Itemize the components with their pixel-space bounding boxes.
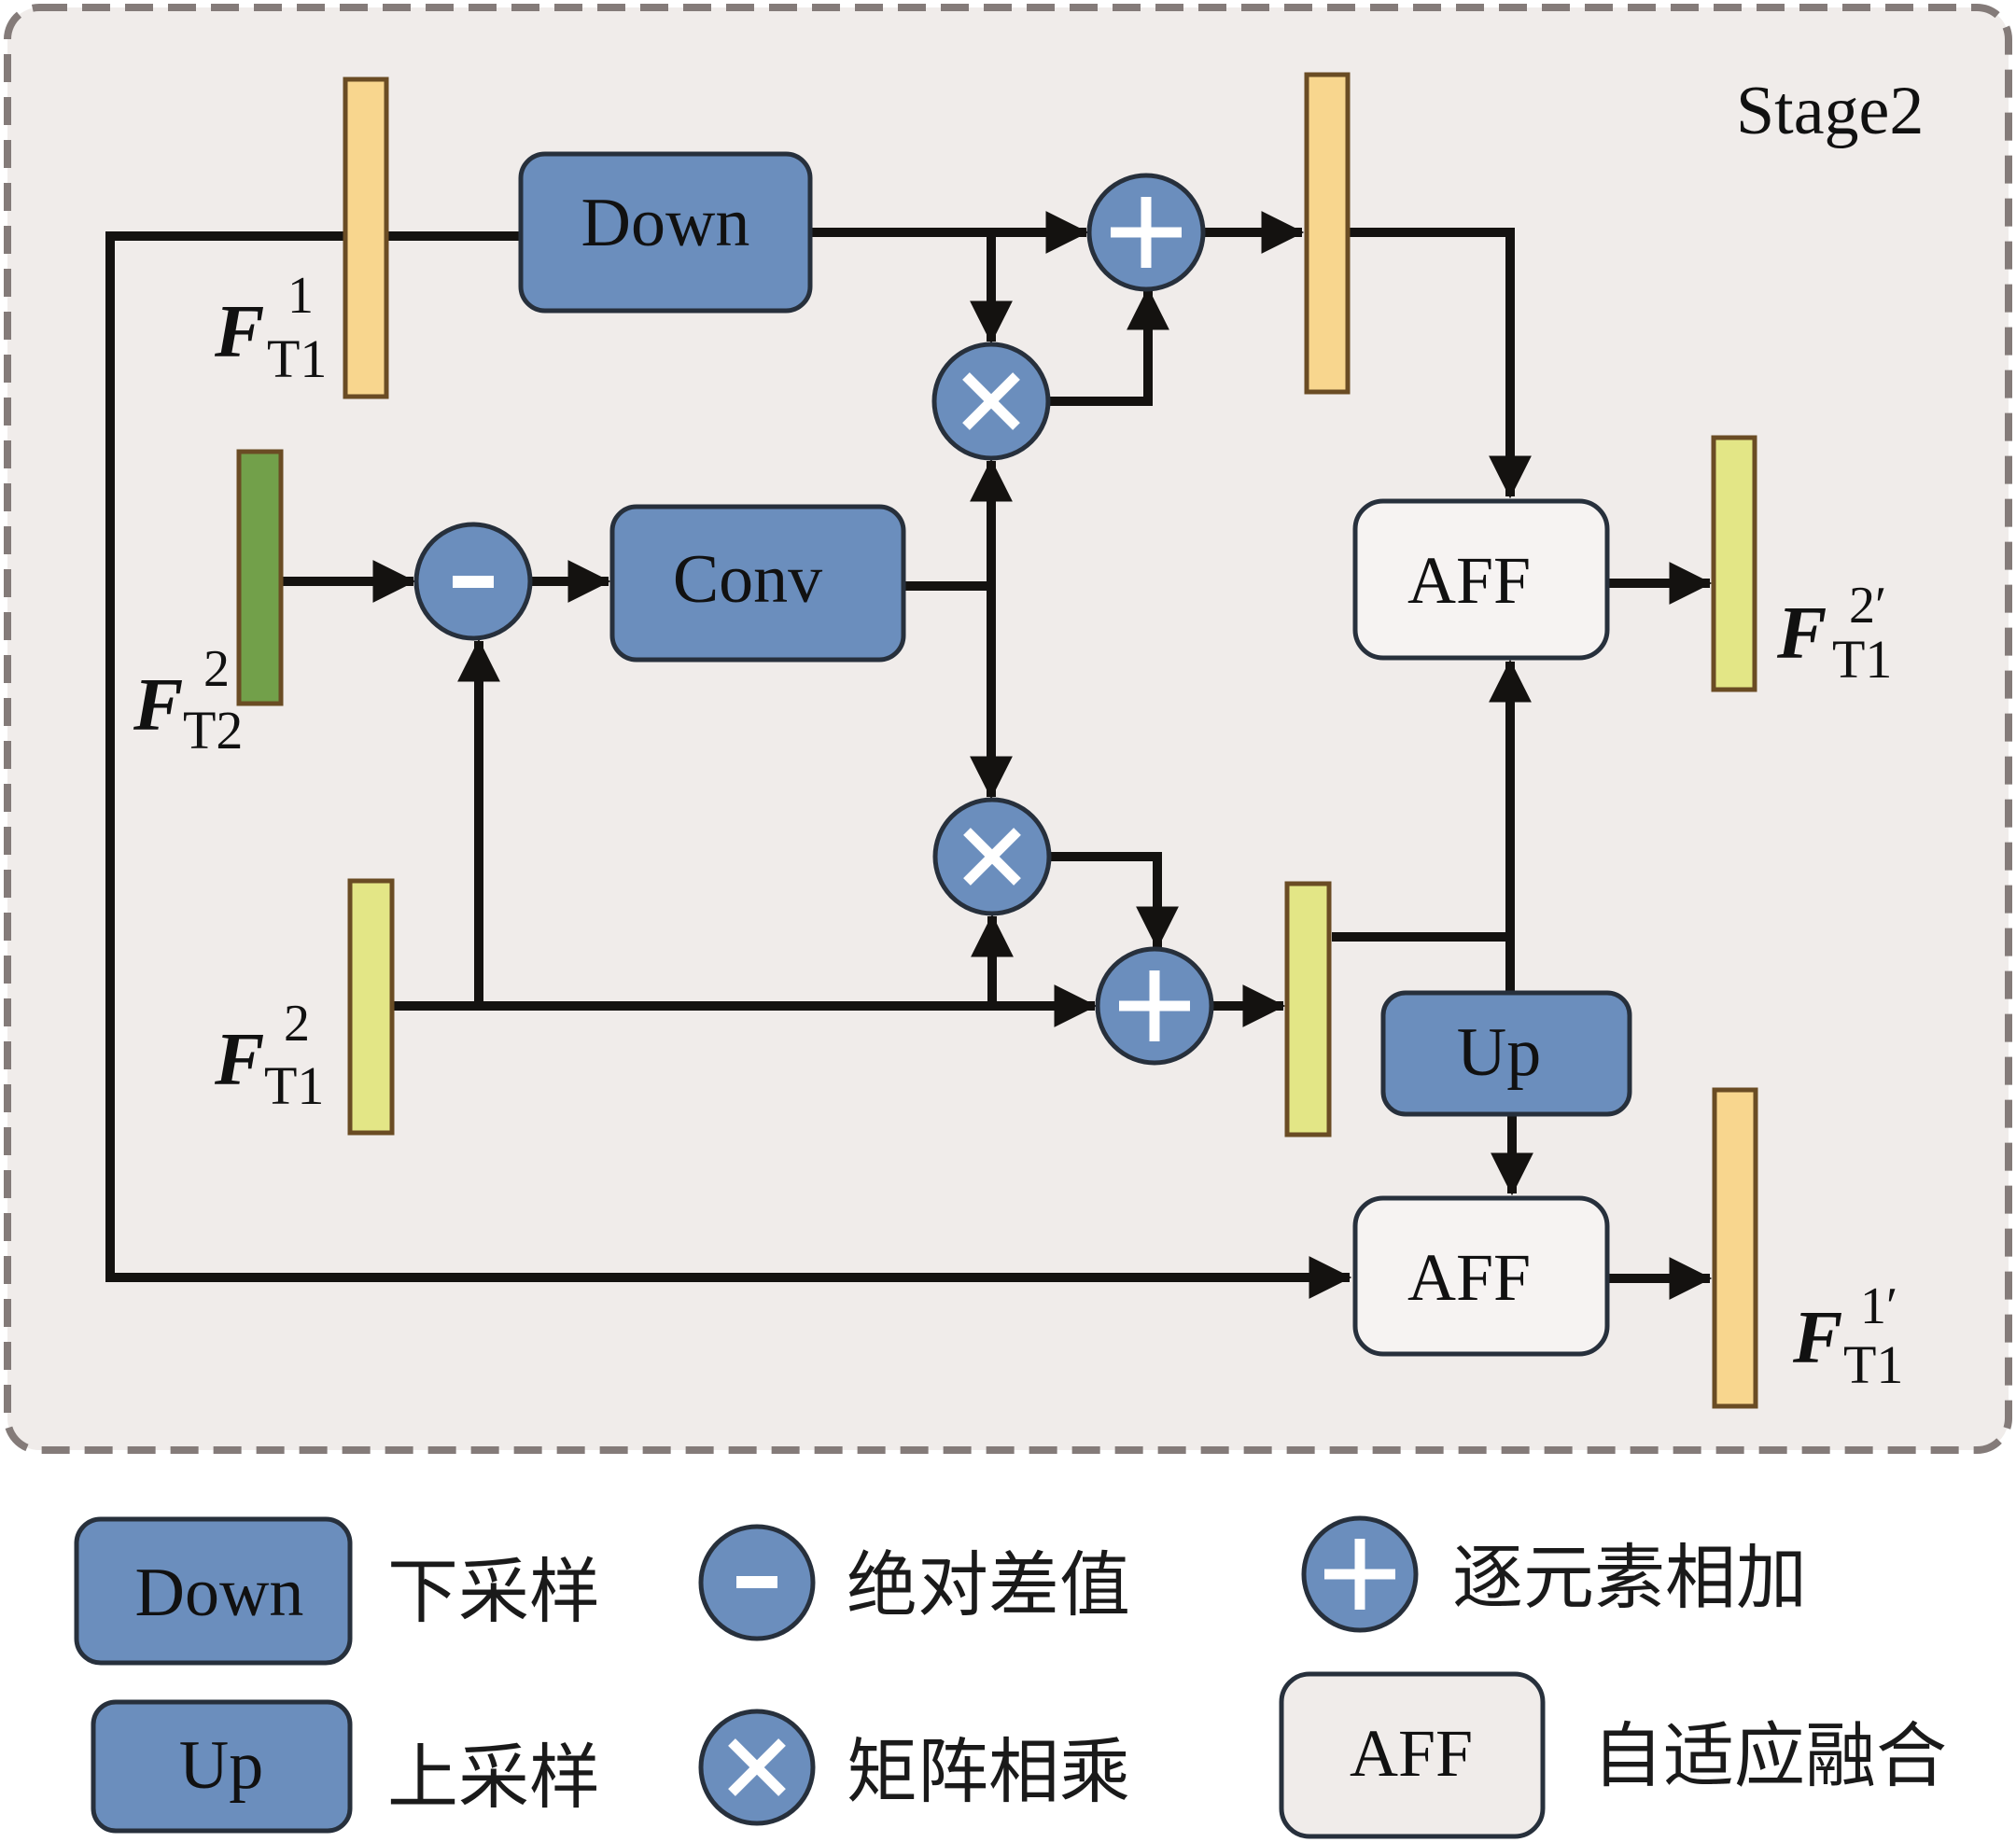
legend-item-minus: 绝对差值 (698, 1524, 1130, 1641)
svg-text:2: 2 (284, 995, 310, 1053)
minus-icon (453, 576, 494, 588)
times-operator-1 (931, 342, 1051, 461)
feature-bar-plus2-out (1284, 881, 1332, 1137)
svg-text:Down: Down (135, 1555, 304, 1631)
svg-text:AFF: AFF (1350, 1716, 1473, 1791)
svg-text:F: F (1792, 1297, 1842, 1379)
svg-text:T2: T2 (183, 700, 243, 761)
svg-text:T1: T1 (1843, 1334, 1903, 1395)
svg-text:上采样: 上采样 (387, 1736, 600, 1819)
plus-operator-1 (1086, 173, 1206, 292)
up-block-label: Up (1457, 1014, 1541, 1091)
label-ft1-2-out: F T1 2′ (1776, 577, 1892, 690)
plus-operator-2 (1095, 946, 1214, 1066)
svg-text:F: F (1776, 593, 1827, 675)
svg-text:F: F (214, 291, 264, 373)
up-block: Up (1380, 990, 1632, 1117)
minus-icon (736, 1576, 777, 1588)
svg-text:矩阵相乘: 矩阵相乘 (847, 1730, 1130, 1813)
aff-bottom-block-label: AFF (1407, 1240, 1531, 1315)
svg-text:1′: 1′ (1860, 1277, 1897, 1335)
feature-bar-ft1-1-out (1712, 1087, 1758, 1409)
legend-item-plus: 逐元素相加 (1301, 1515, 1807, 1633)
down-block-label: Down (581, 185, 750, 261)
down-block: Down (518, 151, 813, 314)
label-ft2-2: F T2 2 (133, 640, 243, 761)
feature-bar-ft2-2 (236, 449, 284, 706)
label-ft1-1: F T1 1 (214, 267, 327, 389)
aff-top-block: AFF (1352, 498, 1610, 661)
legend-item-times: 矩阵相乘 (698, 1709, 1130, 1826)
svg-text:F: F (133, 664, 183, 747)
times-icon (962, 372, 1020, 430)
minus-operator (413, 522, 533, 641)
plus-icon (1324, 1539, 1395, 1610)
svg-text:T1: T1 (264, 1055, 324, 1116)
feature-bar-ft1-1 (343, 77, 389, 399)
svg-text:2′: 2′ (1849, 577, 1886, 635)
feature-bar-ft1-2-out (1711, 435, 1757, 692)
aff-top-block-label: AFF (1407, 543, 1531, 618)
svg-text:T1: T1 (267, 328, 327, 389)
feature-bar-plus1-out (1304, 72, 1351, 395)
feature-bar-ft1-2 (347, 878, 395, 1136)
label-ft1-1-out: F T1 1′ (1792, 1277, 1903, 1395)
svg-text:T1: T1 (1832, 629, 1892, 690)
conv-block: Conv (609, 504, 906, 663)
stage-label: Stage2 (1736, 73, 1924, 149)
svg-text:2: 2 (203, 640, 230, 698)
svg-text:下采样: 下采样 (387, 1550, 600, 1633)
times-icon (963, 828, 1021, 886)
legend: Down 下采样 Up 上采样 绝对差值 矩阵相乘 (74, 1515, 1947, 1839)
plus-icon (1111, 197, 1182, 268)
svg-text:逐元素相加: 逐元素相加 (1452, 1536, 1807, 1619)
wire-ft1-1-to-down (105, 231, 1352, 1299)
plus-icon (1119, 970, 1190, 1041)
wire-times2-to-plus2 (1050, 852, 1179, 950)
conv-block-label: Conv (673, 541, 822, 618)
wire-times1-to-plus1 (1049, 286, 1169, 406)
legend-item-up: Up 上采样 (91, 1699, 600, 1834)
svg-text:自适应融合: 自适应融合 (1592, 1714, 1947, 1797)
aff-bottom-block: AFF (1352, 1195, 1610, 1357)
svg-text:绝对差值: 绝对差值 (847, 1543, 1130, 1626)
times-icon (728, 1738, 786, 1796)
legend-item-aff: AFF 自适应融合 (1279, 1671, 1947, 1839)
times-operator-2 (932, 797, 1052, 916)
svg-text:Up: Up (179, 1727, 263, 1804)
label-ft1-2: F T1 2 (214, 995, 324, 1116)
stage-frame (4, 4, 2012, 1454)
svg-text:1: 1 (287, 267, 314, 325)
wire-bar-to-aff-top (1350, 228, 1532, 499)
legend-item-down: Down 下采样 (74, 1516, 600, 1666)
svg-text:F: F (214, 1019, 264, 1101)
